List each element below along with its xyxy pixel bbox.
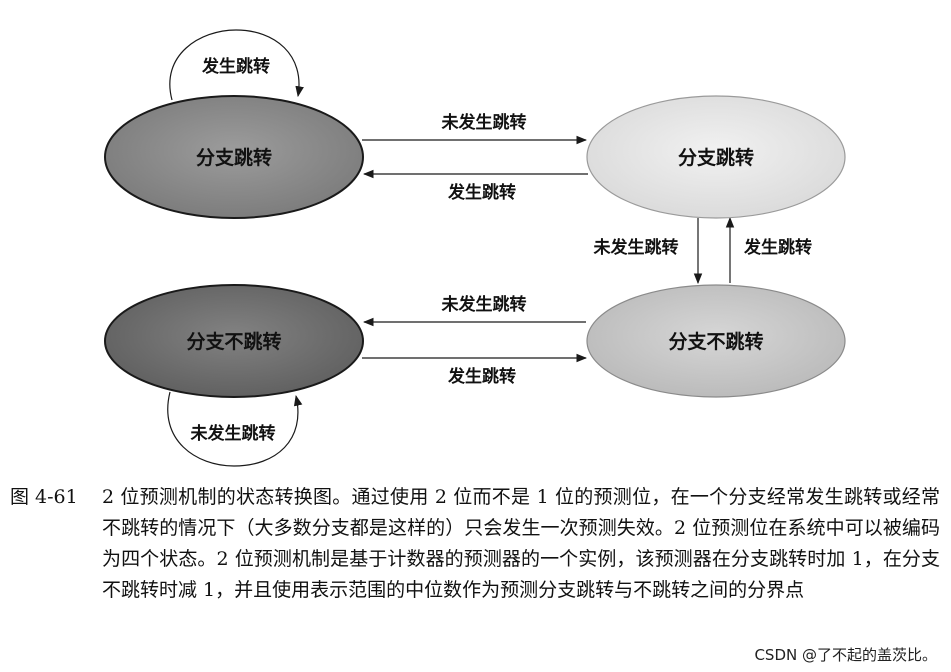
self-loop-strong-taken-label: 发生跳转 (201, 56, 270, 77)
state-strong-not-taken-label: 分支不跳转 (186, 330, 281, 353)
state-strong-taken (104, 95, 364, 219)
state-weak-not-taken (586, 284, 846, 398)
strong-to-weak-not-taken-label: 发生跳转 (447, 366, 516, 387)
weak-not-taken-to-weak-taken-label: 发生跳转 (743, 237, 812, 258)
figure-caption-text: 2 位预测机制的状态转换图。通过使用 2 位而不是 1 位的预测位，在一个分支经… (102, 486, 940, 601)
state-weak-taken-label: 分支跳转 (678, 146, 754, 169)
state-weak-taken (586, 95, 846, 219)
weak-to-strong-taken-label: 发生跳转 (447, 182, 516, 203)
self-loop-strong-not-taken-arrow (167, 391, 303, 467)
figure-caption: 图 4-61 2 位预测机制的状态转换图。通过使用 2 位而不是 1 位的预测位… (10, 482, 940, 606)
state-weak-not-taken-label: 分支不跳转 (668, 330, 763, 353)
weak-taken-to-weak-not-taken-label: 未发生跳转 (593, 237, 679, 258)
watermark: CSDN @了不起的盖茨比。 (752, 644, 939, 665)
self-loop-strong-not-taken-label: 未发生跳转 (190, 423, 276, 444)
strong-to-weak-taken-label: 未发生跳转 (441, 112, 527, 133)
weak-not-taken-to-strong-not-taken-label: 未发生跳转 (441, 294, 527, 315)
self-loop-strong-taken-arrow (169, 29, 304, 101)
state-strong-taken-label: 分支跳转 (196, 146, 272, 169)
figure-number: 图 4-61 (10, 486, 78, 508)
state-strong-not-taken (104, 284, 364, 398)
